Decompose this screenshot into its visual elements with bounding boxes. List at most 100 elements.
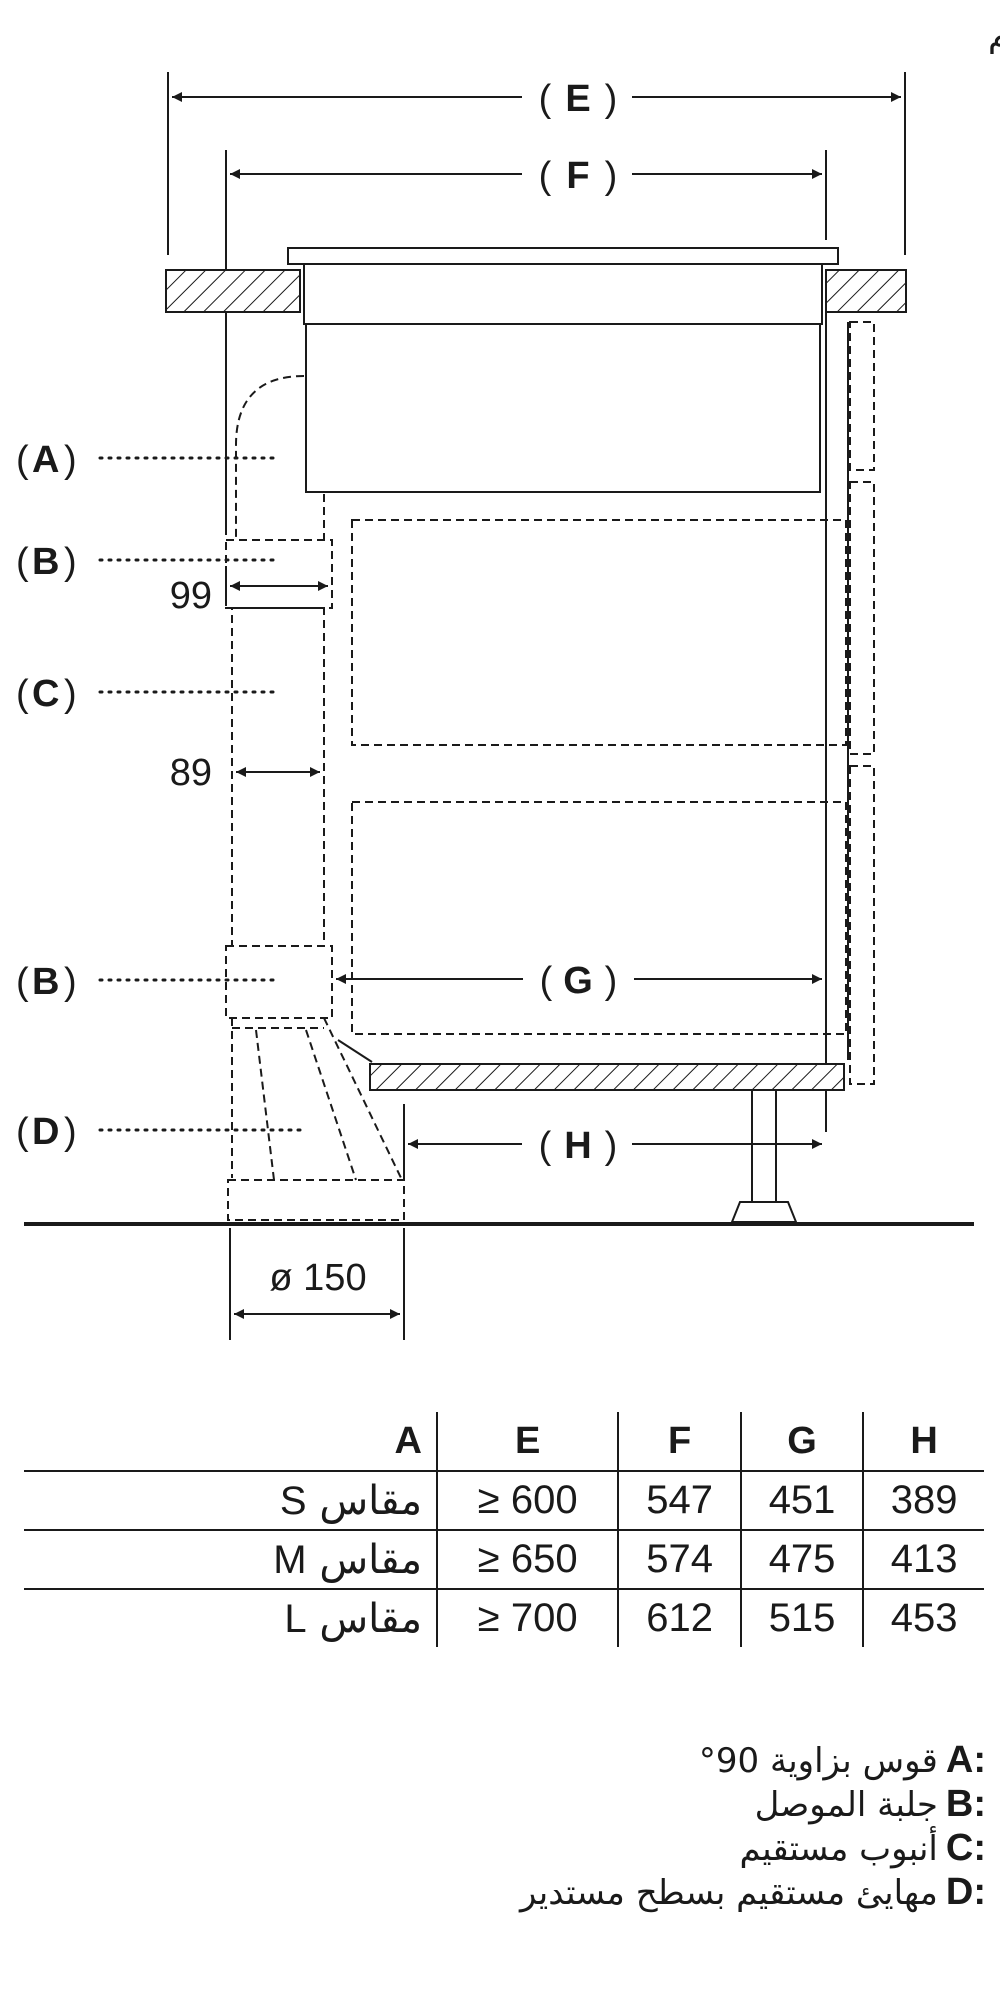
- svg-text:B: B: [32, 961, 59, 1003]
- svg-text:): ): [64, 439, 77, 481]
- legend-text: مهايئ مستقيم بسطح مستدير: [520, 1873, 938, 1913]
- dimensions-table: A E F G H S مقاس ≥ 600 547 451 389 M مقا…: [24, 1412, 984, 1647]
- dimension-f-open: (: [539, 155, 552, 197]
- size-word: مقاس: [319, 1595, 422, 1642]
- dimension-g-letter: G: [563, 960, 593, 1002]
- value-h: 413: [862, 1530, 984, 1589]
- dimension-99-value: 99: [170, 575, 212, 617]
- svg-text:(: (: [16, 541, 29, 583]
- value-h: 389: [862, 1471, 984, 1530]
- value-g: 475: [739, 1530, 864, 1589]
- dimension-89-value: 89: [170, 752, 212, 794]
- legend-row-a: قوس بزاوية 90°A:: [286, 1738, 986, 1782]
- dimension-f-close: ): [605, 155, 618, 197]
- svg-text:): ): [64, 961, 77, 1003]
- drawer-lower: [351, 801, 847, 1035]
- size-code: L: [284, 1596, 307, 1641]
- cabinet-side: [825, 312, 849, 1132]
- part-label-b-lower: ( B ): [16, 961, 282, 1003]
- table-header-f: F: [617, 1412, 741, 1471]
- table-header-e: E: [435, 1412, 619, 1471]
- size-word: مقاس: [319, 1477, 422, 1524]
- legend-text: قوس بزاوية 90°: [698, 1741, 938, 1781]
- table-row: L مقاس ≥ 700 612 515 453: [24, 1589, 984, 1647]
- dimension-e: [167, 72, 906, 255]
- table-row: M مقاس ≥ 650 574 475 413: [24, 1530, 984, 1589]
- dimension-e-open: (: [539, 78, 552, 120]
- svg-text:): ): [64, 541, 77, 583]
- value-h: 453: [862, 1589, 984, 1647]
- table-header-h: H: [862, 1412, 984, 1471]
- legend-key: B:: [945, 1783, 986, 1825]
- drawer-upper: [351, 519, 847, 746]
- dimension-e-close: ): [605, 78, 618, 120]
- unit-note: القياسات بوحدة مم: [988, 15, 1000, 55]
- size-cell: S مقاس: [24, 1471, 437, 1530]
- svg-text:): ): [64, 673, 77, 715]
- installation-diagram: القياسات بوحدة مم ( E ) ( F ): [16, 15, 1000, 1340]
- size-code: M: [273, 1537, 307, 1582]
- value-g: 451: [739, 1471, 864, 1530]
- cooktop-frame: [303, 263, 823, 325]
- connector-sleeve-lower: [225, 945, 333, 1019]
- part-label-d: ( D ): [16, 1111, 302, 1153]
- dimension-f: [225, 150, 827, 535]
- value-e: ≥ 650: [435, 1530, 619, 1589]
- dimension-h: [403, 1104, 822, 1180]
- dimension-h-close: ): [605, 1125, 618, 1167]
- dimension-e-letter: E: [565, 78, 590, 120]
- elbow-bend: [235, 375, 305, 538]
- dimension-diameter-value: ø 150: [269, 1257, 366, 1299]
- value-f: 612: [617, 1589, 741, 1647]
- cooktop-glass: [287, 247, 839, 265]
- size-code: S: [279, 1478, 307, 1523]
- value-f: 574: [617, 1530, 741, 1589]
- part-label-c: ( C ): [16, 673, 282, 715]
- svg-text:C: C: [32, 673, 59, 715]
- dimension-g-open: (: [540, 960, 553, 1002]
- legend-key: C:: [945, 1827, 986, 1869]
- dimension-h-letter: H: [564, 1125, 591, 1167]
- svg-text:): ): [64, 1111, 77, 1153]
- svg-text:(: (: [16, 1111, 29, 1153]
- legend-key: D:: [945, 1871, 986, 1913]
- svg-text:D: D: [32, 1111, 59, 1153]
- value-g: 515: [739, 1589, 864, 1647]
- dimension-h-open: (: [539, 1125, 552, 1167]
- part-label-a: ( A ): [16, 439, 282, 481]
- table-header-g: G: [739, 1412, 864, 1471]
- cabinet-base: [369, 1063, 845, 1091]
- size-cell: M مقاس: [24, 1530, 437, 1589]
- svg-text:(: (: [16, 673, 29, 715]
- extractor-unit: [305, 323, 821, 493]
- value-e: ≥ 700: [435, 1589, 619, 1647]
- svg-text:A: A: [32, 439, 59, 481]
- cabinet-foot: [730, 1089, 798, 1223]
- legend-key: A:: [945, 1739, 986, 1781]
- size-word: مقاس: [319, 1536, 422, 1583]
- table-row: S مقاس ≥ 600 547 451 389: [24, 1471, 984, 1530]
- part-label-b-upper: ( B ): [16, 541, 282, 583]
- value-f: 547: [617, 1471, 741, 1530]
- size-cell: L مقاس: [24, 1589, 437, 1647]
- legend-text: جلبة الموصل: [754, 1785, 938, 1825]
- worktop-right: [825, 269, 907, 313]
- table-header-row: A E F G H: [24, 1412, 984, 1471]
- dimension-g-close: ): [605, 960, 618, 1002]
- connector-sleeve-upper: [225, 539, 333, 609]
- value-e: ≥ 600: [435, 1471, 619, 1530]
- worktop-left: [165, 269, 301, 313]
- flat-round-adapter: [227, 1017, 405, 1221]
- dimension-f-letter: F: [566, 155, 589, 197]
- straight-pipe: [231, 607, 325, 947]
- svg-text:(: (: [16, 439, 29, 481]
- legend-text: أنبوب مستقيم: [739, 1829, 938, 1869]
- svg-text:(: (: [16, 961, 29, 1003]
- dimension-99: [225, 566, 328, 606]
- table-header-a: A: [394, 1419, 422, 1462]
- svg-text:B: B: [32, 541, 59, 583]
